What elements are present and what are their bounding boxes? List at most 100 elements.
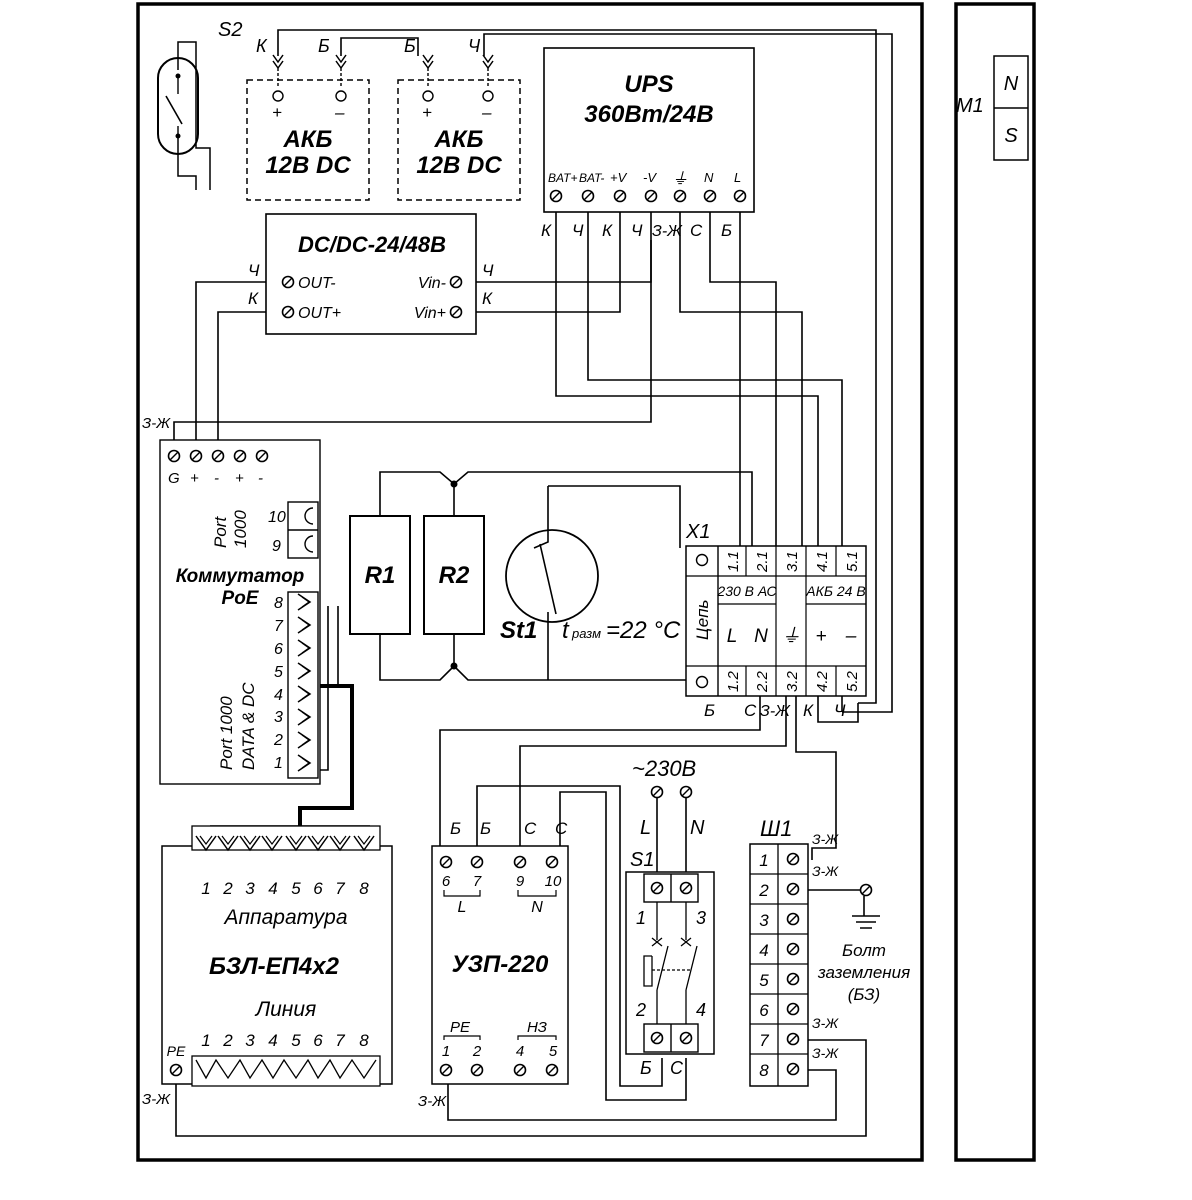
sh1-wire-zh-4: З-Ж [812, 1045, 839, 1061]
x1-sym-l: L [727, 626, 738, 647]
x1-sym-ground: ⏚ [781, 626, 800, 647]
uzp-bot-1: 1 [442, 1043, 450, 1060]
resistor-r1: R1 [365, 562, 396, 589]
ups-pin-minus-v: -V [643, 170, 657, 185]
ups-pin-bat-minus: BAT- [579, 171, 604, 185]
x1-top-5: 5.1 [844, 551, 861, 572]
sh1-row-6: 6 [759, 1001, 769, 1020]
mains-label: ~230В [632, 756, 696, 781]
line-protection-bzl: 1 2 3 4 5 6 7 8 Аппаратура БЗЛ-ЕП4х2 Лин… [142, 825, 393, 1108]
bzl-pe: PE [167, 1043, 186, 1059]
ups-wire-4: Ч [631, 221, 643, 240]
ups-pin-l: L [734, 170, 741, 185]
bzl-bottom-label: Линия [254, 998, 317, 1021]
uzp-bot-5: 5 [549, 1043, 558, 1060]
bzl-top-4: 4 [268, 879, 277, 898]
dcdc-left-wire-k: К [248, 289, 259, 308]
bzl-bottom-5: 5 [291, 1031, 301, 1050]
s2-label: S2 [218, 19, 242, 41]
wiring [173, 29, 893, 1137]
uzp-bot-2: 2 [472, 1043, 482, 1060]
battery-1-wire-k: К [256, 36, 268, 56]
x1-chain: Цепь [693, 600, 712, 640]
x1-sym-minus: – [845, 626, 857, 647]
battery-2-wire-b: Б [404, 36, 416, 56]
bzl-top-8: 8 [359, 879, 369, 898]
switch-port-b-1: 1 [274, 755, 283, 772]
magnet-s: S [1004, 125, 1018, 147]
uzp-n: N [531, 899, 543, 916]
magnet-n: N [1004, 73, 1019, 95]
switch-pin-minus-1: - [214, 470, 219, 487]
ups-pin-bat-plus: BAT+ [548, 171, 577, 185]
switch-pin-plus-2: + [235, 470, 244, 487]
uzp-wire-1: Б [450, 819, 461, 838]
switch-port-b-3: 3 [274, 709, 283, 726]
x1-wire-5: Ч [834, 701, 846, 720]
sh1-row-8: 8 [759, 1061, 769, 1080]
x1-group-ac: 230 В АС [716, 583, 777, 599]
uzp-title: УЗП-220 [452, 951, 549, 978]
x1-bottom-2: 2.2 [754, 670, 771, 693]
sh1-row-5: 5 [759, 971, 769, 990]
switch-port-b-8: 8 [274, 595, 283, 612]
x1-bottom-5: 5.2 [844, 670, 861, 692]
ups-block: UPS 360Вт/24В BAT+ BAT- +V -V ⏚ N L К Ч … [541, 47, 755, 240]
ups-subtitle: 360Вт/24В [584, 101, 713, 128]
magnet-label: M1 [956, 95, 984, 117]
switch-port-a-num-10: 10 [268, 509, 286, 526]
switch-ground-wire: З-Ж [142, 415, 171, 432]
x1-wire-3: З-Ж [760, 703, 791, 720]
bolt-line3: (БЗ) [848, 985, 880, 1004]
ups-wire-5: З-Ж [652, 223, 683, 240]
poe-switch: З-Ж G + - + - Port 1000 10 9 Коммутатор … [142, 415, 321, 785]
surge-protector-uzp220: Б Б С С 6 7 9 10 L N УЗП-220 PE НЗ 1 2 4… [418, 819, 569, 1110]
switch-pin-plus-1: + [190, 470, 199, 487]
sh1-row-1: 1 [759, 851, 768, 870]
battery-1-line1: АКБ [282, 126, 332, 153]
s1-num-2: 2 [635, 1000, 646, 1020]
dcdc-converter: DC/DC-24/48В OUT- OUT+ Vin- Vin+ Ч К Ч К [248, 213, 494, 335]
switch-title-2: PoE [222, 588, 260, 609]
x1-top-2: 2.1 [754, 551, 771, 573]
mains-n: N [690, 817, 705, 839]
switch-pin-minus-2: - [258, 470, 263, 487]
bzl-bottom-7: 7 [335, 1031, 345, 1050]
sh1-row-2: 2 [758, 881, 769, 900]
switch-pin-g: G [168, 470, 180, 487]
battery-2-wire-ch: Ч [468, 36, 481, 56]
battery-2-line1: АКБ [433, 126, 483, 153]
s1-num-4: 4 [696, 1000, 706, 1020]
switch-port-b-2: 2 [273, 732, 283, 749]
dcdc-left-wire-ch: Ч [248, 261, 260, 280]
switch-port-b-line1: Port 1000 [217, 696, 236, 770]
thermostat-st1: St1 t разм =22 °С [500, 486, 681, 680]
dcdc-title: DC/DC-24/48В [298, 232, 446, 257]
dcdc-vin-minus: Vin- [418, 275, 446, 292]
ups-wire-1: К [541, 221, 552, 240]
thermostat-t: t [562, 617, 570, 644]
uzp-wire-3: С [524, 819, 537, 838]
ups-pin-n: N [704, 170, 714, 185]
ups-title: UPS [624, 71, 673, 98]
door-frame [954, 2, 1036, 1162]
bzl-top-7: 7 [335, 879, 345, 898]
switch-port-a-line1: Port [211, 516, 230, 548]
bzl-bottom-3: 3 [245, 1031, 255, 1050]
thermostat-label: St1 [500, 617, 537, 644]
x1-sym-n: N [754, 626, 768, 647]
battery-1-minus: – [334, 103, 345, 122]
bzl-top-3: 3 [245, 879, 255, 898]
uzp-l: L [458, 899, 467, 916]
bolt-line1: Болт [842, 941, 886, 960]
bzl-bottom-2: 2 [222, 1031, 233, 1050]
heaters: R1 R2 [349, 480, 485, 670]
switch-port-b-4: 4 [274, 687, 283, 704]
battery-2-plus: + [422, 103, 432, 122]
s1-num-3: 3 [696, 908, 706, 928]
bzl-title: БЗЛ-ЕП4х2 [209, 953, 340, 980]
dcdc-vin-plus: Vin+ [414, 305, 446, 322]
s1-num-1: 1 [636, 908, 646, 928]
uzp-pe: PE [450, 1019, 471, 1036]
